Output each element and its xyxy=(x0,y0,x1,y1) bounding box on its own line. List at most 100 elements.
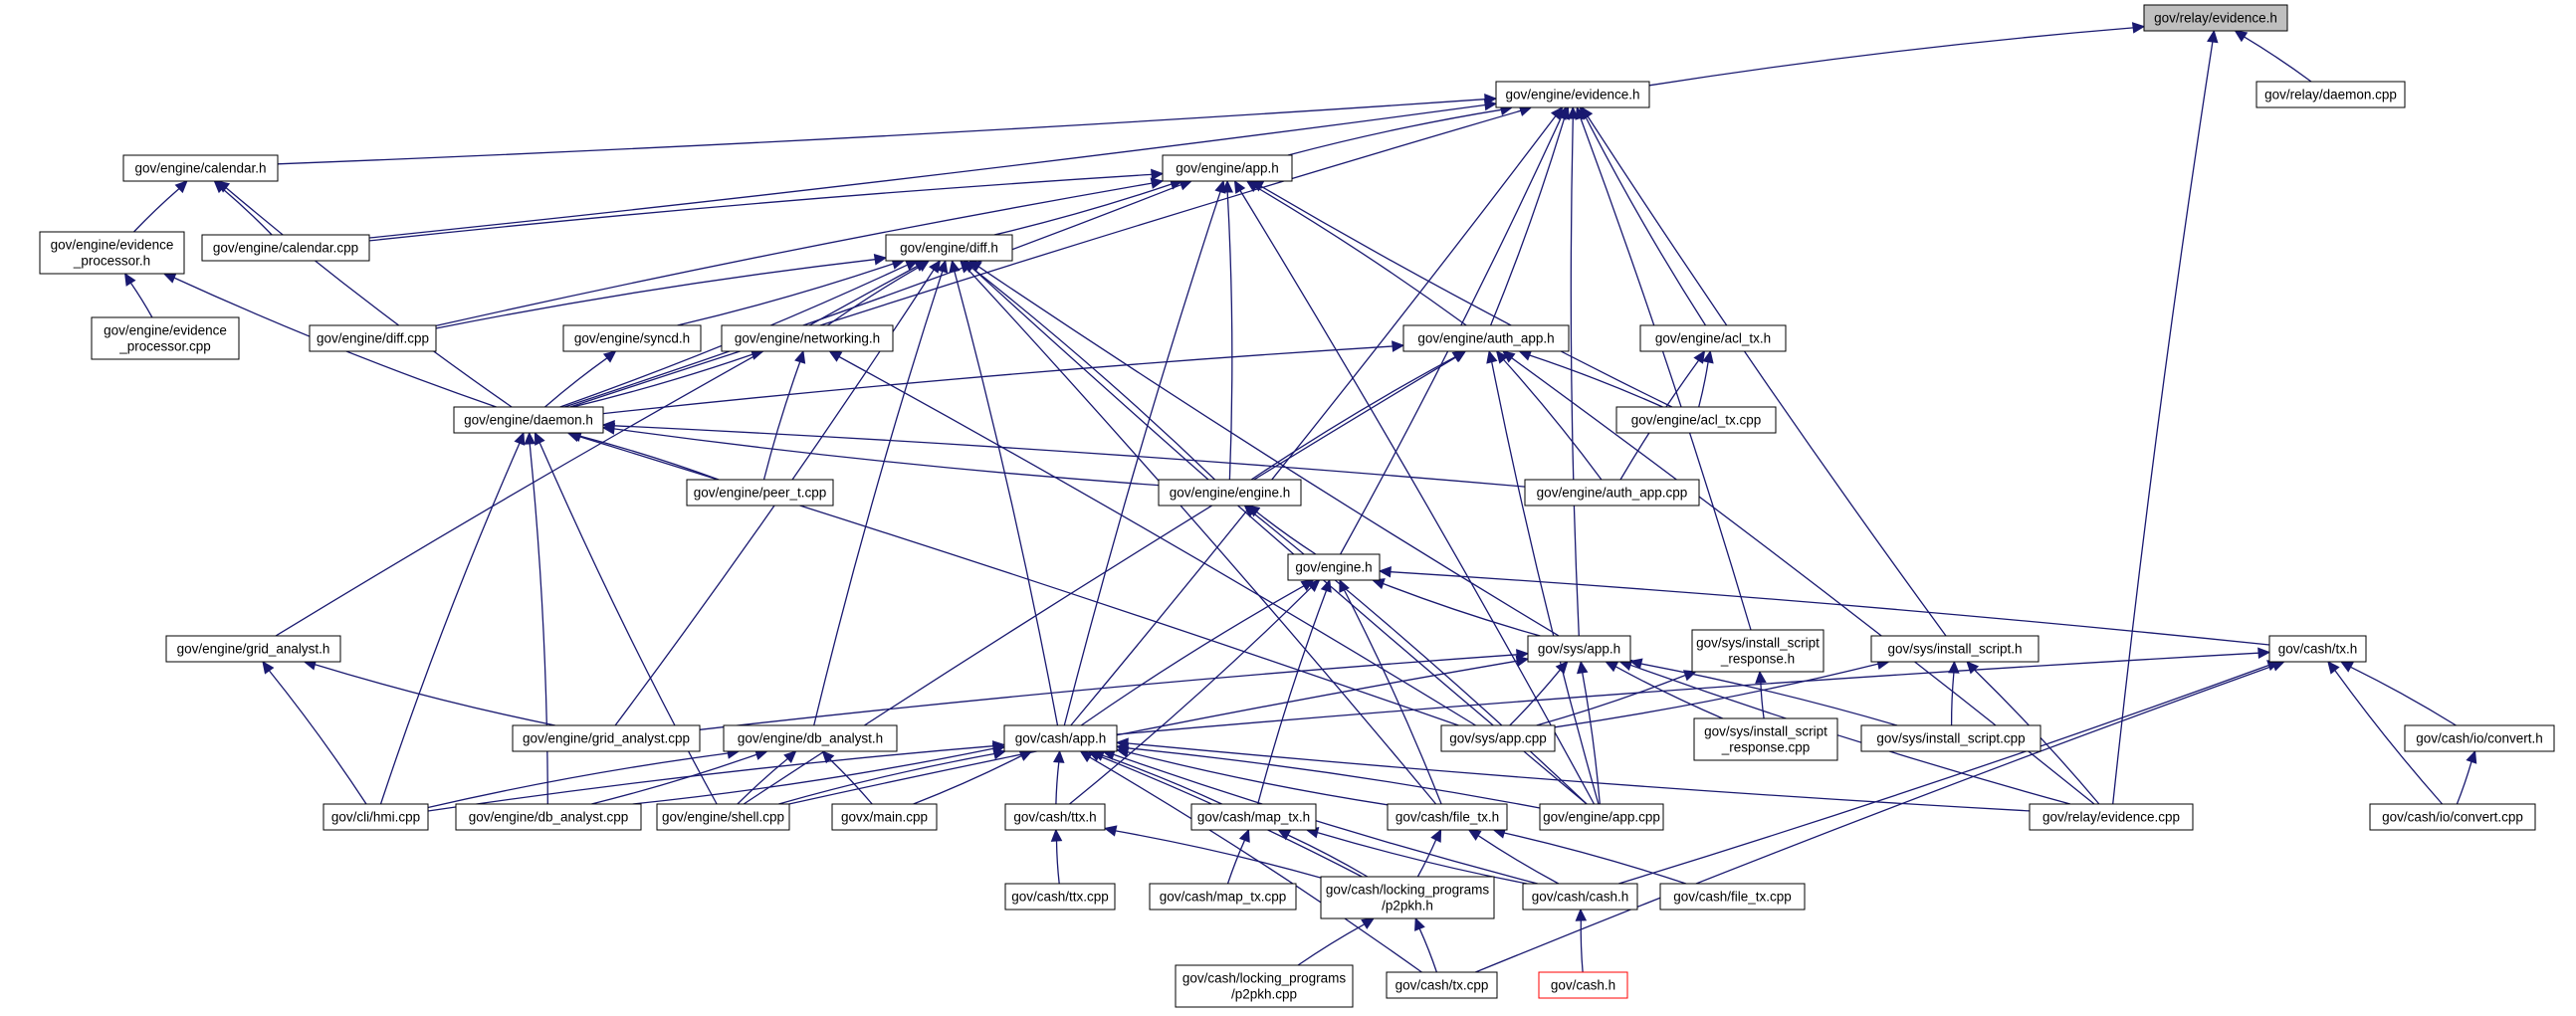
edge-cash_io_convert_cpp-to-cash_io_convert_h xyxy=(2456,749,2477,805)
edge-line xyxy=(427,752,729,809)
edge-line xyxy=(1239,190,1596,805)
node-sys-is-h[interactable]: gov/sys/install_script.h xyxy=(1870,635,2039,663)
node-cash-lp-p2pkh-cpp[interactable]: gov/cash/locking_programs/p2pkh.cpp xyxy=(1175,964,1354,1008)
node-cash-file-tx-cpp[interactable]: gov/cash/file_tx.cpp xyxy=(1659,883,1806,911)
edge-line xyxy=(1418,927,1438,973)
node-label: gov/relay/evidence.h xyxy=(2154,11,2277,26)
node-label: gov/engine/evidence xyxy=(51,238,174,253)
edge-engine_calendar_cpp-to-engine_app_h xyxy=(368,168,1165,242)
node-engine-evproc-h[interactable]: gov/engine/evidence_processor.h xyxy=(39,231,185,275)
node-sys-isr-h[interactable]: gov/sys/install_script_response.h xyxy=(1691,629,1825,673)
node-cli-hmi-cpp[interactable]: gov/cli/hmi.cpp xyxy=(322,803,429,831)
edge-arrowhead xyxy=(1515,655,1530,667)
edge-line xyxy=(1416,839,1437,878)
node-engine-diff-cpp[interactable]: gov/engine/diff.cpp xyxy=(309,324,437,352)
edge-arrowhead xyxy=(162,272,177,284)
node-cash-io-convert-h[interactable]: gov/cash/io/convert.h xyxy=(2404,724,2555,752)
node-engine-diff-h[interactable]: gov/engine/diff.h xyxy=(885,234,1013,262)
node-cash-cash-h[interactable]: gov/cash/cash.h xyxy=(1522,883,1638,911)
node-engine-auth-app-cpp[interactable]: gov/engine/auth_app.cpp xyxy=(1524,479,1700,507)
node-engine-app-cpp[interactable]: gov/engine/app.cpp xyxy=(1539,803,1664,831)
node-engine-acl-tx-h[interactable]: gov/engine/acl_tx.h xyxy=(1639,324,1787,352)
node-box xyxy=(1691,629,1825,673)
node-cash-file-tx-h[interactable]: gov/cash/file_tx.h xyxy=(1387,803,1508,831)
node-relay-evidence-cpp[interactable]: gov/relay/evidence.cpp xyxy=(2029,803,2194,831)
node-cash-map-tx-h[interactable]: gov/cash/map_tx.h xyxy=(1190,803,1317,831)
edge-line xyxy=(762,361,801,481)
node-cash-app-h[interactable]: gov/cash/app.h xyxy=(1003,724,1118,752)
node-sys-isr-cpp[interactable]: gov/sys/install_script_response.cpp xyxy=(1693,717,1838,761)
node-cash-lp-p2pkh-h[interactable]: gov/cash/locking_programs/p2pkh.h xyxy=(1320,876,1495,919)
edge-engine_auth_app_h-to-engine_evidence_h xyxy=(1489,105,1570,326)
edge-line xyxy=(1257,590,1328,805)
node-engine-app-h[interactable]: gov/engine/app.h xyxy=(1162,154,1293,182)
edge-arrowhead xyxy=(2207,29,2219,44)
node-engine-grid-analyst-cpp[interactable]: gov/engine/grid_analyst.cpp xyxy=(512,724,701,752)
node-box xyxy=(1386,971,1498,999)
node-relay-evidence-h[interactable]: gov/relay/evidence.h xyxy=(2143,4,2288,32)
node-label: gov/relay/evidence.cpp xyxy=(2042,810,2180,825)
edge-arrowhead xyxy=(1605,661,1619,673)
node-engine-acl-tx-cpp[interactable]: gov/engine/acl_tx.cpp xyxy=(1615,406,1777,434)
edge-arrowhead xyxy=(828,350,843,362)
node-engine-shell-cpp[interactable]: gov/engine/shell.cpp xyxy=(656,803,790,831)
node-engine-auth-app-h[interactable]: gov/engine/auth_app.h xyxy=(1402,324,1570,352)
edge-line xyxy=(737,757,788,805)
node-engine-calendar-cpp[interactable]: gov/engine/calendar.cpp xyxy=(201,234,370,262)
node-engine-grid-analyst-h[interactable]: gov/engine/grid_analyst.h xyxy=(165,635,341,663)
node-govx-main-cpp[interactable]: govx/main.cpp xyxy=(831,803,938,831)
node-label: gov/engine/app.h xyxy=(1176,161,1279,176)
node-box xyxy=(656,803,790,831)
node-sys-app-cpp[interactable]: gov/sys/app.cpp xyxy=(1440,724,1556,752)
edge-line xyxy=(1618,664,2269,885)
edge-arrowhead xyxy=(216,180,231,193)
edge-arrowhead xyxy=(783,750,797,764)
node-label: gov/engine/shell.cpp xyxy=(662,810,784,825)
edge-arrowhead xyxy=(937,259,949,274)
node-engine-syncd-h[interactable]: gov/engine/syncd.h xyxy=(562,324,702,352)
edge-engine_daemon_h-to-engine_calendar_h xyxy=(216,180,513,408)
edge-sys_isr_cpp-to-sys_isr_h xyxy=(1755,670,1767,719)
node-sys-is-cpp[interactable]: gov/sys/install_script.cpp xyxy=(1860,724,2041,752)
node-cash-io-convert-cpp[interactable]: gov/cash/io/convert.cpp xyxy=(2369,803,2536,831)
edge-engine_app_cpp-to-engine_auth_app_h xyxy=(1486,349,1600,805)
edge-engine_acl_tx_cpp-to-engine_acl_tx_h xyxy=(1698,349,1714,408)
node-box xyxy=(1162,154,1293,182)
edge-line xyxy=(538,442,718,805)
node-cash-ttx-cpp[interactable]: gov/cash/ttx.cpp xyxy=(1004,883,1116,911)
node-engine-networking-h[interactable]: gov/engine/networking.h xyxy=(721,324,894,352)
edge-arrowhead xyxy=(2327,661,2340,675)
node-engine-evproc-cpp[interactable]: gov/engine/evidence_processor.cpp xyxy=(91,316,240,360)
edge-arrowhead xyxy=(1414,916,1425,931)
edge-line xyxy=(1640,663,1898,726)
node-engine-peer-t-cpp[interactable]: gov/engine/peer_t.cpp xyxy=(686,479,834,507)
node-cash-map-tx-cpp[interactable]: gov/cash/map_tx.cpp xyxy=(1149,883,1297,911)
edge-arrowhead xyxy=(1339,578,1350,593)
node-cash-ttx-h[interactable]: gov/cash/ttx.h xyxy=(1004,803,1106,831)
edge-arrowhead xyxy=(1518,349,1533,361)
node-engine-calendar-h[interactable]: gov/engine/calendar.h xyxy=(122,154,279,182)
node-gov-engine-h[interactable]: gov/engine.h xyxy=(1287,553,1381,581)
node-engine-daemon-h[interactable]: gov/engine/daemon.h xyxy=(453,406,604,434)
node-cash-tx-h[interactable]: gov/cash/tx.h xyxy=(2268,635,2367,663)
node-label: gov/cash/map_tx.cpp xyxy=(1160,890,1287,905)
edge-line xyxy=(1343,589,1442,805)
node-engine-db-analyst-h[interactable]: gov/engine/db_analyst.h xyxy=(723,724,898,752)
node-label: gov/engine/auth_app.h xyxy=(1417,331,1554,346)
node-engine-engine-h[interactable]: gov/engine/engine.h xyxy=(1158,479,1302,507)
node-engine-db-analyst-cpp[interactable]: gov/engine/db_analyst.cpp xyxy=(455,803,642,831)
node-gov-cash-h[interactable]: gov/cash.h xyxy=(1538,971,1628,999)
node-engine-evidence-h[interactable]: gov/engine/evidence.h xyxy=(1495,81,1650,108)
edge-line xyxy=(563,184,1181,408)
edge-arrowhead xyxy=(1948,660,1960,674)
edge-line xyxy=(613,428,1160,487)
node-box xyxy=(2255,81,2406,108)
edge-engine_shell_cpp-to-sys_app_h xyxy=(788,655,1530,805)
node-relay-daemon-cpp[interactable]: gov/relay/daemon.cpp xyxy=(2255,81,2406,108)
node-sys-app-h[interactable]: gov/sys/app.h xyxy=(1527,635,1631,663)
edge-arrowhead xyxy=(949,259,961,274)
edge-engine_auth_app_cpp-to-engine_daemon_h xyxy=(601,420,1526,488)
node-cash-tx-cpp[interactable]: gov/cash/tx.cpp xyxy=(1386,971,1498,999)
edge-line xyxy=(1089,756,1422,973)
edge-arrowhead xyxy=(1150,177,1165,189)
